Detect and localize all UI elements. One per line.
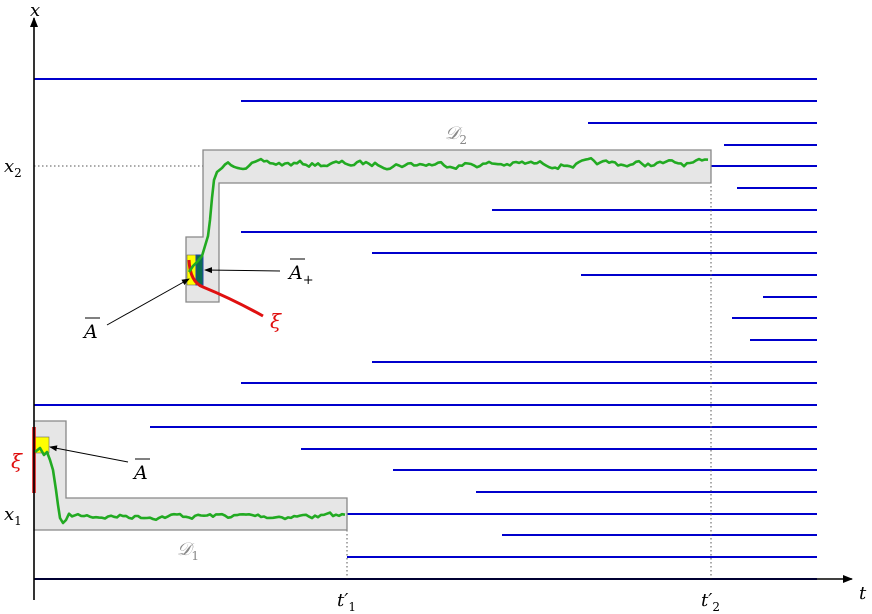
arrow-a-bar-plus <box>204 267 281 274</box>
blue-lines <box>34 78 817 580</box>
arrow-a-bar-lower <box>49 445 129 463</box>
xi-left-label: ξ <box>11 449 23 473</box>
a-bar-lower-text: A <box>132 462 148 484</box>
xi-right-label: ξ <box>270 309 282 333</box>
y-tick-x2: x2 <box>4 156 22 180</box>
a-bar-upper-text: A <box>82 321 98 343</box>
domain-d1-label: 𝒟1 <box>177 539 199 563</box>
a-bar-plus-label: A+ <box>287 258 314 288</box>
a-bar-upper-label: A <box>82 317 100 343</box>
x-tick-t1: t′1 <box>337 590 356 614</box>
a-bar-plus-text: A+ <box>287 262 314 288</box>
domain-d2-label: 𝒟2 <box>445 123 467 147</box>
a-bar-lower-label: A <box>132 458 150 484</box>
y-tick-x1: x1 <box>4 504 22 528</box>
x-axis-label: t <box>859 583 867 604</box>
xi-right-curve <box>187 259 264 318</box>
domain-d1-region <box>33 420 348 531</box>
green-path-lower <box>34 446 346 525</box>
arrow-a-bar-upper <box>106 278 190 326</box>
y-axis-label: x <box>30 0 40 21</box>
green-path-upper <box>187 156 709 273</box>
x-tick-t2: t′2 <box>701 590 720 614</box>
domain-d2-region <box>185 149 712 303</box>
